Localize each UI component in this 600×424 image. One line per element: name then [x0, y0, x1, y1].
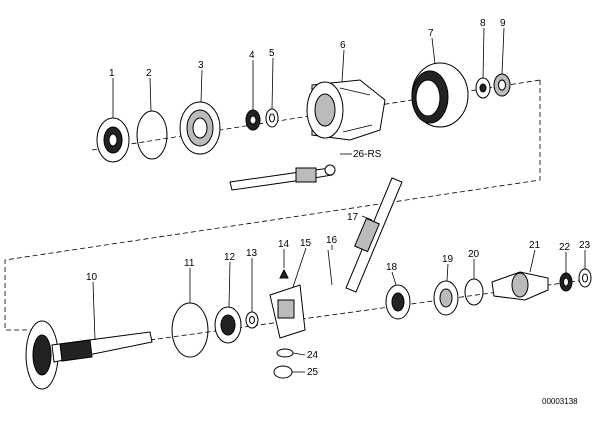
part-6-housing[interactable]	[306, 79, 386, 141]
callout-8: 8	[480, 18, 486, 29]
part-13-washer[interactable]	[245, 311, 259, 329]
part-17-selector-rod[interactable]	[345, 177, 403, 293]
callout-leader-lines	[92, 27, 586, 373]
part-26-rs-shaft-assembly[interactable]	[229, 164, 336, 191]
callout-6: 6	[340, 40, 346, 51]
callout-7: 7	[428, 28, 434, 39]
part-2-circlip[interactable]	[136, 110, 168, 160]
callout-23: 23	[579, 240, 591, 251]
callout-4: 4	[249, 50, 255, 61]
callout-3: 3	[198, 60, 204, 71]
callout-1: 1	[109, 68, 115, 79]
part-9-thrust-bearing[interactable]	[493, 73, 511, 97]
callout-20: 20	[468, 249, 480, 260]
part-25-nut[interactable]	[273, 365, 293, 379]
part-15-gearshift-housing[interactable]	[269, 284, 306, 339]
callout-16: 16	[326, 235, 338, 246]
callout-25: 25	[307, 367, 319, 378]
callout-26-rs: 26-RS	[353, 149, 382, 160]
part-12-bearing[interactable]	[214, 306, 242, 344]
document-id: 00003138	[542, 397, 578, 406]
callout-13: 13	[246, 248, 258, 259]
part-23-washer[interactable]	[578, 268, 592, 288]
callout-19: 19	[442, 254, 454, 265]
callout-17: 17	[347, 212, 359, 223]
callout-11: 11	[184, 258, 195, 269]
callout-21: 21	[529, 240, 541, 251]
part-1-seal-ring[interactable]	[96, 117, 130, 163]
part-11-circlip[interactable]	[171, 302, 209, 358]
callout-5: 5	[269, 48, 275, 59]
part-8-washer[interactable]	[475, 77, 491, 99]
part-4-thrust-washer[interactable]	[245, 109, 261, 131]
part-16-spring-pin[interactable]	[327, 249, 333, 286]
part-7-ring-gear-drum[interactable]	[411, 62, 469, 128]
callout-14: 14	[278, 239, 290, 250]
callout-24: 24	[307, 350, 319, 361]
part-5-washer[interactable]	[265, 108, 279, 128]
callout-numbers: 1 2 3 4 5 6 7 8 9 10 11 12 13 14 15 16 1…	[86, 18, 591, 378]
part-19-synchro-ring[interactable]	[433, 280, 459, 316]
part-3-bearing[interactable]	[179, 101, 221, 155]
part-20-circlip[interactable]	[464, 278, 484, 306]
part-24-washer[interactable]	[276, 348, 294, 358]
callout-18: 18	[386, 262, 398, 273]
part-22-nut[interactable]	[559, 272, 573, 292]
callout-2: 2	[146, 68, 152, 79]
part-10-output-shaft[interactable]	[25, 320, 153, 390]
part-21-drive-flange[interactable]	[491, 271, 549, 301]
callout-12: 12	[224, 252, 236, 263]
callout-9: 9	[500, 18, 506, 29]
callout-10: 10	[86, 272, 98, 283]
part-14-pin[interactable]	[279, 268, 289, 279]
callout-22: 22	[559, 242, 571, 253]
callout-15: 15	[300, 238, 312, 249]
part-18-bearing[interactable]	[385, 284, 411, 320]
